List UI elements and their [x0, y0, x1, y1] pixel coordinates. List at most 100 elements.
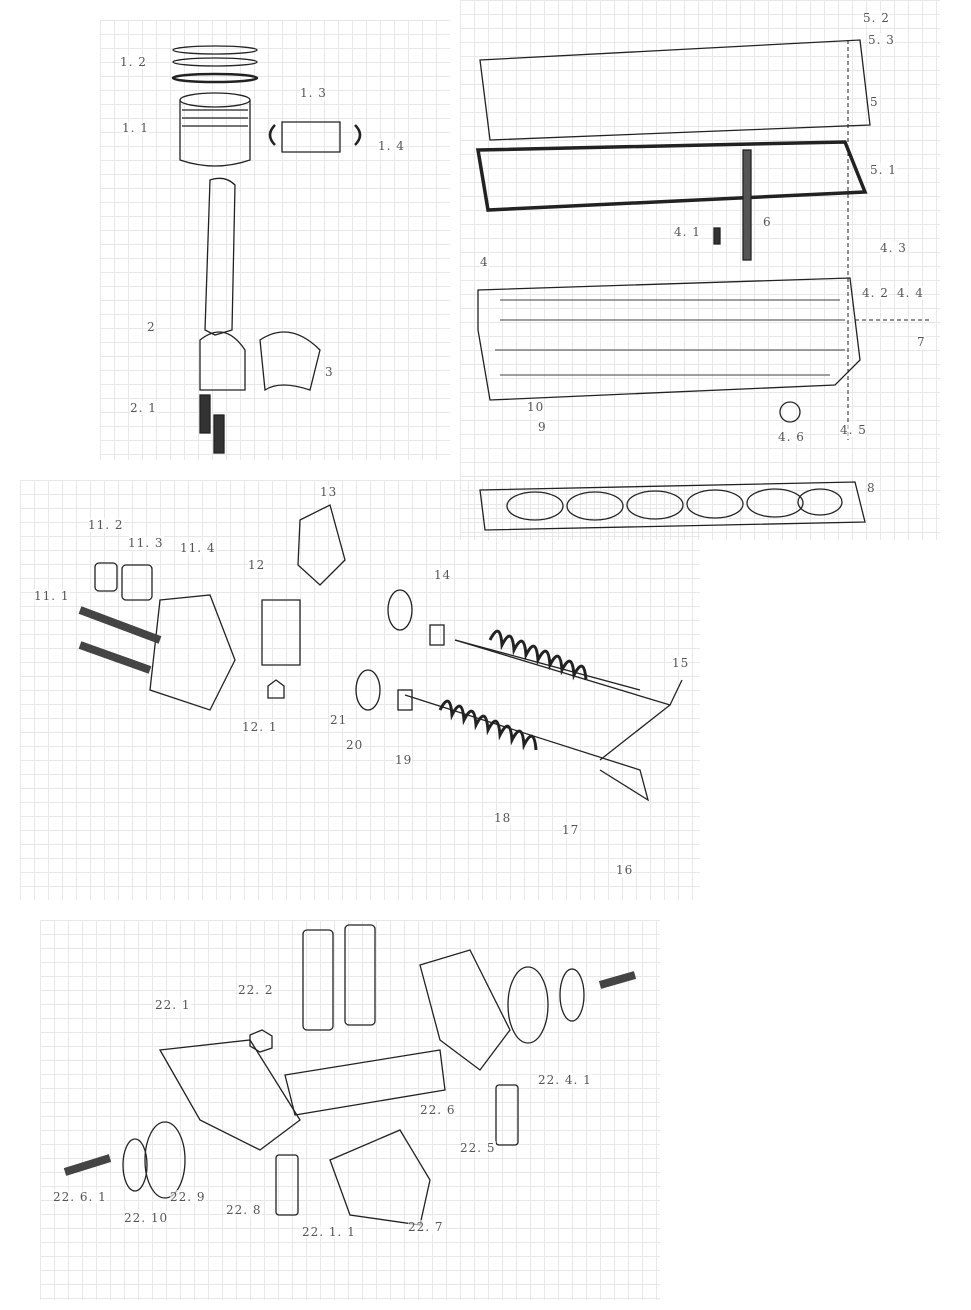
- label-4-6: 4. 6: [778, 430, 805, 444]
- label-22-8: 22. 8: [226, 1203, 262, 1217]
- bolt-22-8: [275, 1154, 299, 1216]
- rocker-shaft-22-6: [284, 1049, 446, 1116]
- label-4: 4: [480, 255, 489, 269]
- label-22-10: 22. 10: [124, 1211, 169, 1225]
- head-bolt: [742, 149, 752, 261]
- label-15: 15: [672, 656, 690, 670]
- screw-right: [598, 971, 637, 989]
- washer-22-9: [144, 1121, 186, 1199]
- retainer: [387, 589, 413, 631]
- bolt-22-5: [495, 1084, 519, 1146]
- label-16: 16: [616, 863, 634, 877]
- label-13: 13: [320, 485, 338, 499]
- label-11-3: 11. 3: [128, 536, 164, 550]
- label-1-2: 1. 2: [120, 55, 147, 69]
- label-1-1: 1. 1: [122, 121, 149, 135]
- cover-gasket: [475, 140, 868, 212]
- label-17: 17: [562, 823, 580, 837]
- part-11-3: [121, 564, 153, 601]
- label-1-4: 1. 4: [378, 139, 405, 153]
- label-8: 8: [867, 481, 876, 495]
- piston: [179, 92, 251, 167]
- label-11-2: 11. 2: [88, 518, 124, 532]
- piston-pin: [281, 121, 341, 153]
- nut-22-2: [249, 1029, 273, 1053]
- label-19: 19: [395, 753, 413, 767]
- washer-right: [507, 966, 549, 1044]
- label-4-4: 4. 4: [897, 286, 924, 300]
- label-22-4-1: 22. 4. 1: [538, 1073, 592, 1087]
- valve-15: [454, 639, 683, 761]
- label-5-2: 5. 2: [863, 11, 890, 25]
- label-22-6-1: 22. 6. 1: [53, 1190, 107, 1204]
- seal-14: [429, 624, 445, 646]
- bearing-shells: [259, 331, 321, 392]
- label-5-3: 5. 3: [868, 33, 895, 47]
- rod-bolt: [213, 414, 225, 454]
- grid-background: [20, 480, 700, 900]
- label-12-1: 12. 1: [242, 720, 278, 734]
- rod-cap: [199, 331, 246, 391]
- label-5-1: 5. 1: [870, 163, 897, 177]
- label-3: 3: [325, 365, 334, 379]
- label-12: 12: [248, 558, 266, 572]
- label-22-1-1: 22. 1. 1: [302, 1225, 356, 1239]
- part-11-2: [94, 562, 118, 592]
- rocker-22-1: [158, 1039, 301, 1151]
- label-4-1: 4. 1: [674, 225, 701, 239]
- small-bolt: [713, 227, 721, 245]
- circlip: [354, 124, 362, 146]
- support-22-7: [329, 1129, 431, 1226]
- label-9: 9: [538, 420, 547, 434]
- label-20: 20: [346, 738, 364, 752]
- head-gasket: [479, 481, 866, 531]
- label-18: 18: [494, 811, 512, 825]
- label-4-5: 4. 5: [840, 423, 867, 437]
- rocker-13: [297, 504, 346, 586]
- label-22-7: 22. 7: [408, 1220, 444, 1234]
- circlip: [268, 124, 276, 146]
- bolt: [302, 929, 334, 1031]
- rod-bolt: [199, 394, 211, 434]
- plug-4-6: [779, 401, 801, 423]
- grid-background: [460, 0, 940, 540]
- label-1-3: 1. 3: [300, 86, 327, 100]
- bolt: [344, 924, 376, 1026]
- valve-16: [404, 694, 650, 802]
- connecting-rod: [204, 177, 236, 336]
- seal-19: [397, 689, 413, 711]
- label-22-5: 22. 5: [460, 1141, 496, 1155]
- label-11-1: 11. 1: [34, 589, 70, 603]
- bolts-11-1: [78, 606, 162, 674]
- label-2: 2: [147, 320, 156, 334]
- label-10: 10: [527, 400, 545, 414]
- head-details: [495, 299, 845, 376]
- label-11-4: 11. 4: [180, 541, 216, 555]
- rocker-11-4: [149, 594, 236, 711]
- retainer-20: [355, 669, 381, 711]
- valve-spring-upper: [488, 629, 588, 681]
- piston-rings: [171, 45, 259, 84]
- washer-22-10: [122, 1138, 148, 1192]
- label-22-2: 22. 2: [238, 983, 274, 997]
- rocker-12: [261, 599, 301, 666]
- label-5: 5: [870, 95, 879, 109]
- label-22-6: 22. 6: [420, 1103, 456, 1117]
- label-22-1: 22. 1: [155, 998, 191, 1012]
- part-12-1: [267, 679, 285, 699]
- label-14: 14: [434, 568, 452, 582]
- label-4-3: 4. 3: [880, 241, 907, 255]
- valve-spring-lower: [438, 699, 538, 751]
- spring-14: [454, 639, 641, 691]
- label-6: 6: [763, 215, 772, 229]
- rocker-arm-right: [419, 949, 511, 1071]
- valve-cover: [479, 39, 871, 141]
- ring-right: [559, 968, 585, 1022]
- label-21: 21: [330, 713, 348, 727]
- label-7: 7: [917, 335, 926, 349]
- head-gasket-bores: [506, 488, 843, 521]
- grid-background: [100, 20, 450, 460]
- screw-22-6-1: [63, 1154, 112, 1176]
